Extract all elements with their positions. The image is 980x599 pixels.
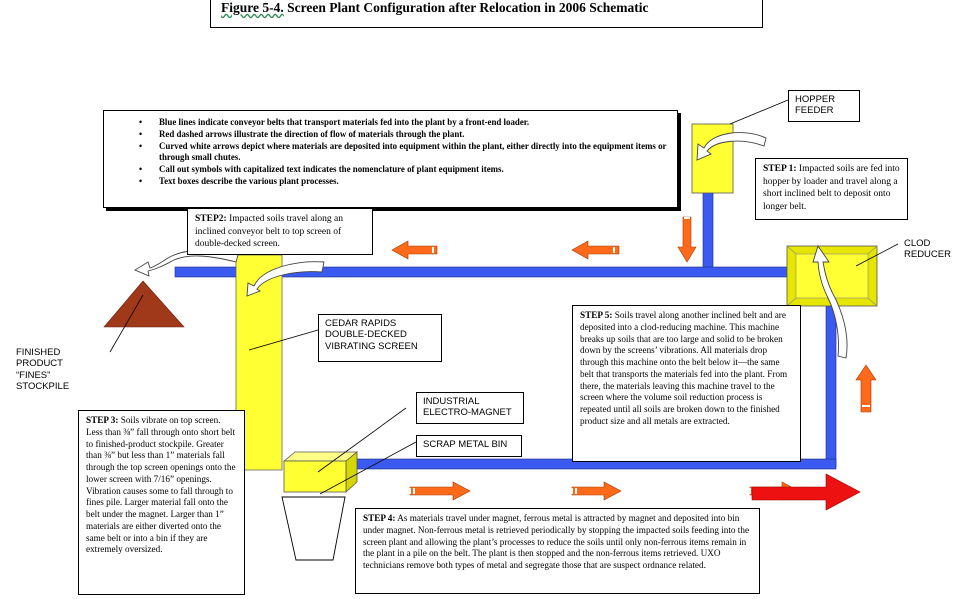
step3-name: STEP 3:	[86, 415, 119, 425]
label-line: INDUSTRIAL	[423, 396, 480, 407]
step3-box: STEP 3: Soils vibrate on top screen. Les…	[78, 410, 245, 595]
curved-white-arrows	[134, 132, 848, 359]
curved-arrow-fines	[134, 249, 239, 277]
label-line: “FINES”	[16, 369, 51, 381]
flow-arrow-left-2	[571, 240, 620, 260]
vibrating-screen-label: CEDAR RAPIDS DOUBLE-DECKED VIBRATING SCR…	[318, 314, 442, 362]
fines-stockpile-label: FINISHED PRODUCT “FINES” STOCKPILE	[10, 344, 90, 400]
figure-number: Figure 5-4.	[221, 0, 284, 15]
step5-box: STEP 5: Soils travel along another incli…	[572, 305, 801, 462]
large-red-arrow	[751, 473, 861, 511]
step1-text: Impacted soils are fed into hopper by lo…	[763, 164, 900, 212]
electro-magnet-label: INDUSTRIAL ELECTRO-MAGNET	[416, 392, 524, 424]
label-line: PRODUCT	[16, 358, 63, 370]
step3-text: Soils vibrate on top screen. Less than ⅜…	[86, 415, 236, 555]
flow-arrow-right-2	[571, 481, 622, 501]
callout-leaders	[109, 99, 899, 495]
step5-text: Soils travel along another inclined belt…	[580, 310, 788, 426]
curved-arrow-step2	[246, 261, 325, 297]
label-line: SCRAP METAL BIN	[423, 439, 508, 450]
step4-text: As materials travel under magnet, ferrou…	[363, 513, 750, 571]
equipment	[103, 123, 878, 561]
curved-arrow-clod	[812, 244, 848, 359]
label-line: REDUCER	[904, 249, 951, 261]
label-line: DOUBLE-DECKED	[325, 329, 407, 341]
label-line: FEEDER	[795, 105, 834, 117]
label-line: ELECTRO-MAGNET	[423, 407, 512, 419]
hopper-feeder-label: HOPPER FEEDER	[788, 90, 860, 122]
label-line: FINISHED	[16, 347, 61, 358]
label-line: STOCKPILE	[16, 381, 70, 393]
legend-item: Curved white arrows depict where materia…	[139, 141, 670, 165]
step5-name: STEP 5:	[580, 310, 613, 320]
legend-item: Blue lines indicate conveyor belts that …	[139, 117, 670, 129]
figure-title: Figure 5-4. Screen Plant Configuration a…	[210, 0, 763, 28]
flow-arrow-right-1	[409, 481, 471, 501]
step2-box: STEP2: Impacted soils travel along an in…	[187, 208, 373, 255]
clod-reducer	[786, 245, 878, 307]
legend-item: Text boxes describe the various plant pr…	[139, 176, 670, 188]
hopper-belt	[702, 191, 714, 275]
legend-box: Blue lines indicate conveyor belts that …	[103, 110, 678, 208]
flow-arrow-down	[677, 216, 697, 263]
label-line: CEDAR RAPIDS	[325, 318, 397, 329]
legend-item: Red dashed arrows illustrate the directi…	[139, 129, 670, 141]
step4-box: STEP 4: As materials travel under magnet…	[355, 508, 760, 594]
step4-name: STEP 4:	[363, 513, 396, 523]
label-line: CLOD	[904, 238, 931, 249]
curved-arrow-hopper	[696, 132, 767, 161]
label-line: HOPPER	[795, 94, 836, 105]
step2-name: STEP2:	[195, 214, 227, 224]
scrap-bin-label: SCRAP METAL BIN	[416, 435, 522, 457]
clod-reducer-label: CLOD REDUCER	[898, 235, 970, 267]
step1-box: STEP 1: Impacted soils are fed into hopp…	[755, 158, 908, 220]
figure-title-text: Screen Plant Configuration after Relocat…	[287, 0, 649, 15]
step2-text: Impacted soils travel along an inclined …	[195, 214, 344, 250]
step1-name: STEP 1:	[763, 164, 797, 174]
label-line: VIBRATING SCREEN	[325, 340, 418, 352]
clod-drop-belt	[825, 305, 837, 468]
electro-magnet	[282, 451, 359, 493]
flow-arrow-left-1	[391, 240, 438, 260]
scrap-metal-bin	[281, 496, 346, 561]
flow-arrow-up	[855, 364, 877, 413]
fines-stockpile	[103, 280, 185, 328]
legend-item: Call out symbols with capitalized text i…	[139, 164, 670, 176]
